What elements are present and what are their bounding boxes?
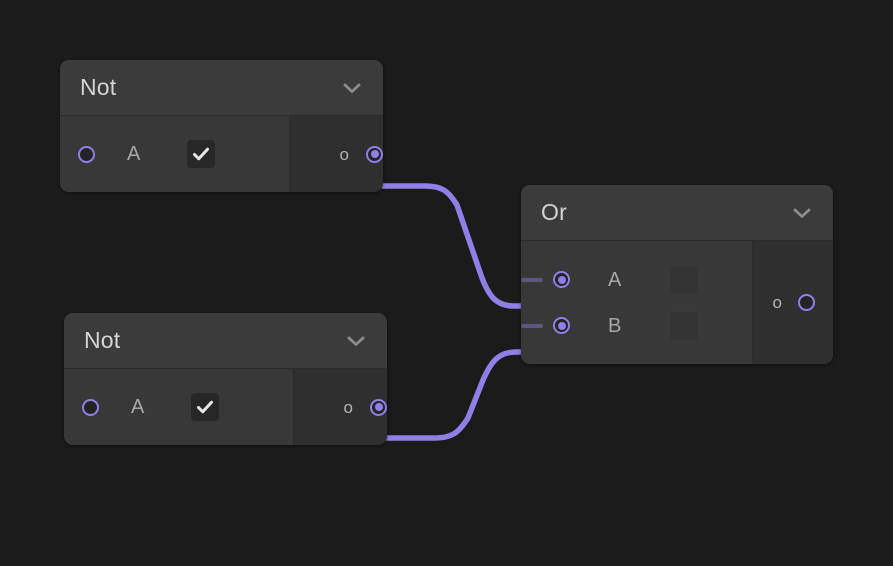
output-label-o: o <box>339 144 349 164</box>
input-label-a: A <box>608 268 622 291</box>
input-port-a[interactable] <box>78 145 95 163</box>
input-checkbox-a[interactable] <box>669 264 700 295</box>
node-header[interactable]: Or <box>521 185 833 241</box>
input-label-b: B <box>608 314 622 337</box>
outputs-column: o <box>289 116 383 192</box>
wire-not1-to-or-a <box>380 183 536 309</box>
input-port-b[interactable] <box>553 317 570 334</box>
node-title: Or <box>541 199 567 225</box>
input-checkbox-b[interactable] <box>669 310 700 341</box>
input-wire-stub-b <box>521 323 543 328</box>
input-row: A <box>521 257 752 303</box>
outputs-column: o <box>293 369 387 445</box>
inputs-column: A B <box>521 241 752 364</box>
inputs-column: A <box>60 116 289 192</box>
chevron-down-icon[interactable] <box>347 335 365 347</box>
output-label-o: o <box>343 397 353 417</box>
node-header[interactable]: Not <box>64 313 387 369</box>
inputs-column: A <box>64 369 293 445</box>
node-body: A B o <box>521 241 833 364</box>
node-title: Not <box>80 74 117 100</box>
node-body: A o <box>60 116 383 192</box>
input-label-a: A <box>127 143 141 165</box>
input-port-a[interactable] <box>553 271 570 288</box>
output-row: o <box>753 280 833 326</box>
node-body: A o <box>64 369 387 445</box>
node-or[interactable]: Or A B <box>521 185 833 364</box>
output-port-o[interactable] <box>798 294 815 311</box>
output-label-o: o <box>772 293 782 312</box>
input-checkbox-a[interactable] <box>191 393 220 421</box>
output-row: o <box>294 384 387 430</box>
node-not-1[interactable]: Not A <box>60 60 383 192</box>
node-header[interactable]: Not <box>60 60 383 116</box>
outputs-column: o <box>752 241 833 364</box>
output-row: o <box>290 131 383 177</box>
node-not-2[interactable]: Not A <box>64 313 387 445</box>
input-port-a[interactable] <box>82 398 99 416</box>
chevron-down-icon[interactable] <box>793 207 811 219</box>
input-row: B <box>521 303 752 349</box>
output-port-o[interactable] <box>370 398 387 416</box>
input-checkbox-a[interactable] <box>187 140 216 168</box>
chevron-down-icon[interactable] <box>343 82 361 94</box>
wire-not2-to-or-b <box>384 349 536 441</box>
input-label-a: A <box>131 396 145 418</box>
output-port-o[interactable] <box>366 145 383 163</box>
input-row: A <box>64 384 293 430</box>
node-title: Not <box>84 327 121 353</box>
input-row: A <box>60 131 289 177</box>
input-wire-stub-a <box>521 277 543 282</box>
